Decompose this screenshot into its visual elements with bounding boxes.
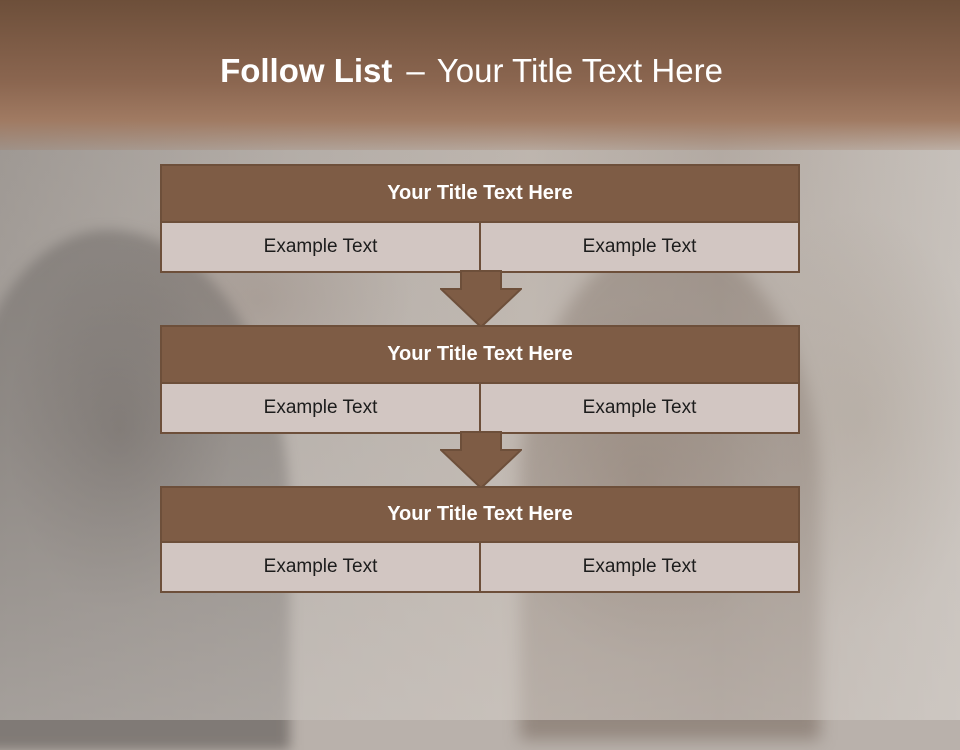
flow-block-row: Example Text Example Text bbox=[162, 384, 798, 432]
flow-block-cell-left: Example Text bbox=[162, 223, 479, 271]
flow-block-cell-right: Example Text bbox=[479, 223, 798, 271]
flow-block-cell-right: Example Text bbox=[479, 543, 798, 591]
slide-title-bold: Follow List bbox=[220, 52, 393, 89]
slide-title-separator: – bbox=[406, 52, 425, 89]
flow-block-3: Your Title Text Here Example Text Exampl… bbox=[160, 486, 800, 593]
down-arrow-icon bbox=[440, 270, 522, 328]
flow-block-header: Your Title Text Here bbox=[162, 327, 798, 384]
down-arrow-icon bbox=[440, 431, 522, 489]
flow-block-row: Example Text Example Text bbox=[162, 543, 798, 591]
flow-block-1: Your Title Text Here Example Text Exampl… bbox=[160, 164, 800, 273]
flow-block-cell-left: Example Text bbox=[162, 384, 479, 432]
flow-block-header: Your Title Text Here bbox=[162, 166, 798, 223]
flow-block-row: Example Text Example Text bbox=[162, 223, 798, 271]
flow-block-cell-right: Example Text bbox=[479, 384, 798, 432]
title-band: Follow List–Your Title Text Here bbox=[0, 0, 960, 150]
flow-block-header: Your Title Text Here bbox=[162, 488, 798, 543]
flow-block-cell-left: Example Text bbox=[162, 543, 479, 591]
flow-block-2: Your Title Text Here Example Text Exampl… bbox=[160, 325, 800, 434]
slide-title: Follow List–Your Title Text Here bbox=[0, 52, 943, 90]
slide-title-rest: Your Title Text Here bbox=[436, 52, 723, 89]
